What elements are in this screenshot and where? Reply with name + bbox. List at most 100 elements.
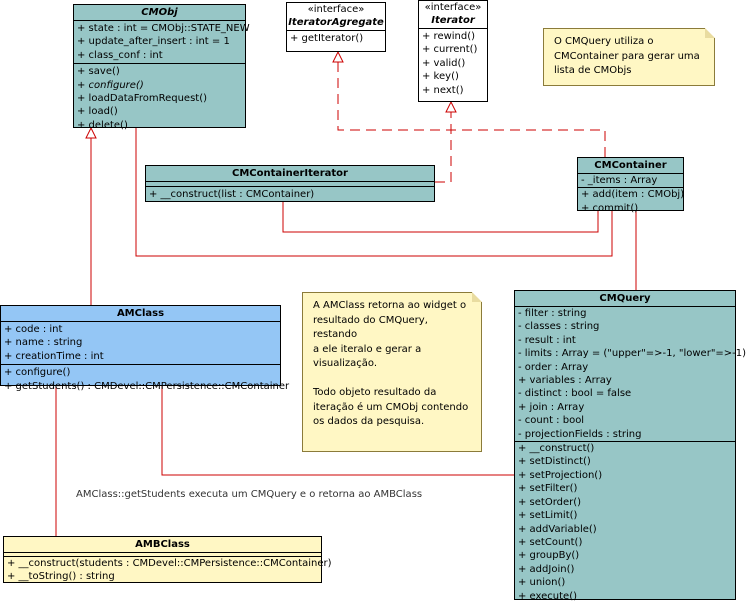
note-line: A AMClass retorna ao widget o	[313, 300, 467, 311]
class-cmobj-title: CMObj	[74, 5, 245, 21]
containeriterator-realization-line	[435, 112, 452, 183]
operation: + setFilter()	[518, 483, 578, 495]
operation: + next()	[422, 84, 464, 96]
class-amclass-attributes: + code : int + name : string + creationT…	[1, 322, 280, 366]
note-line: os dados da pesquisa.	[313, 416, 425, 427]
class-cmquery-attributes: - filter : string - classes : string - r…	[515, 307, 746, 443]
class-cmcontainer-iterator-attributes	[146, 182, 434, 187]
iterator-realization-arrowhead	[445, 100, 457, 113]
class-ambclass-title: AMBClass	[4, 537, 321, 553]
interface-iteratoragregate-operations: + getIterator()	[287, 31, 385, 46]
attribute: + state : int = CMObj::STATE_NEW	[77, 23, 250, 34]
interface-iterator-title: Iterator	[431, 15, 475, 26]
iterator-cmcontainer-association	[282, 202, 599, 233]
attribute: - order : Array	[518, 361, 589, 373]
class-ambclass-attributes	[4, 553, 321, 557]
interface-iteratoragregate-header: «interface» IteratorAgregate	[287, 3, 385, 31]
operation: + addJoin()	[518, 563, 575, 575]
class-ambclass[interactable]: AMBClass + __construct(students : CMDeve…	[3, 536, 332, 584]
interface-iterator-header: «interface» Iterator	[419, 1, 487, 29]
stereotype-label: «interface»	[307, 4, 365, 15]
stereotype-label: «interface»	[424, 2, 482, 13]
amclass-cmquery-association	[161, 386, 514, 476]
class-cmquery-operations: + __construct() + setDistinct() + setPro…	[515, 442, 735, 603]
attribute: + creationTime : int	[4, 350, 104, 362]
operation: + loadDataFromRequest()	[77, 93, 208, 105]
class-cmobj-attributes: + state : int = CMObj::STATE_NEW + updat…	[74, 21, 250, 65]
attribute: + class_conf : int	[77, 49, 163, 61]
cmobj-cmcontainer-association	[135, 128, 613, 257]
class-amclass-operations: + configure() + getStudents() : CMDevel:…	[1, 365, 290, 394]
operation: + __construct(list : CMContainer)	[149, 189, 315, 200]
class-cmcontainer-attributes: - _items : Array	[578, 174, 683, 189]
attribute: - count : bool	[518, 415, 585, 427]
operation: + addVariable()	[518, 523, 597, 535]
operation: + configure()	[4, 367, 71, 379]
attribute: - result : int	[518, 334, 576, 346]
operation: + setCount()	[518, 536, 583, 548]
note-line: CMContainer para gerar uma	[554, 50, 700, 62]
operation: + save()	[77, 66, 120, 78]
operation: + getIterator()	[290, 33, 364, 44]
attribute: + code : int	[4, 324, 63, 335]
operation: + commit()	[581, 202, 639, 214]
note-line: O CMQuery utiliza o	[554, 36, 654, 47]
class-cmcontainer-iterator[interactable]: CMContainerIterator + __construct(list :…	[145, 165, 435, 202]
attribute: + join : Array	[518, 401, 585, 413]
class-amclass-title: AMClass	[1, 306, 280, 322]
attribute: - filter : string	[518, 308, 587, 319]
operation: + getStudents() : CMDevel::CMPersistence…	[4, 380, 290, 392]
note-fold-corner	[705, 28, 715, 38]
class-ambclass-operations: + __construct(students : CMDevel::CMPers…	[4, 557, 332, 584]
class-cmobj-operations: + save() + configure() + loadDataFromReq…	[74, 64, 245, 133]
cmobj-generalization-arrowhead	[85, 126, 97, 139]
note-cmquery: O CMQuery utiliza o CMContainer para ger…	[543, 28, 715, 86]
note-line: resultado do CMQuery, restando	[313, 314, 428, 341]
class-amclass[interactable]: AMClass + code : int + name : string + c…	[0, 305, 289, 392]
attribute: + variables : Array	[518, 375, 612, 387]
note-fold-corner	[472, 292, 482, 302]
class-cmcontainer-title: CMContainer	[578, 158, 683, 174]
attribute: - limits : Array = ("upper"=>-1, "lower"…	[518, 348, 746, 360]
operation: + setLimit()	[518, 510, 578, 522]
attribute: - classes : string	[518, 321, 600, 333]
operation: + __construct()	[518, 443, 595, 455]
note-line: a ele iteralo e gerar a	[313, 343, 422, 355]
operation: + __construct(students : CMDevel::CMPers…	[7, 558, 332, 569]
note-line: lista de CMObjs	[554, 65, 632, 76]
attribute: + name : string	[4, 337, 83, 349]
interface-iterator[interactable]: «interface» Iterator + rewind() + curren…	[418, 0, 488, 102]
operation: + current()	[422, 44, 478, 56]
attribute: + update_after_insert : int = 1	[77, 36, 230, 48]
note-line	[313, 372, 473, 387]
interface-iteratoragregate[interactable]: «interface» IteratorAgregate + getIterat…	[286, 2, 386, 52]
class-cmcontainer-operations: + add(item : CMObj) + commit()	[578, 188, 684, 215]
operation: + configure()	[77, 79, 144, 91]
operation: + delete()	[77, 119, 128, 131]
interface-iteratoragregate-title: IteratorAgregate	[288, 17, 384, 28]
note-line: iteração é um CMObj contendo	[313, 401, 469, 413]
diagram-caption: AMClass::getStudents executa um CMQuery …	[76, 489, 423, 500]
attribute: - projectionFields : string	[518, 428, 642, 440]
class-cmquery[interactable]: CMQuery - filter : string - classes : st…	[514, 290, 746, 603]
class-cmobj[interactable]: CMObj + state : int = CMObj::STATE_NEW +…	[73, 4, 250, 131]
operation: + __toString() : string	[7, 571, 115, 583]
iteratoragregate-realization-arrowhead	[332, 50, 344, 63]
operation: + valid()	[422, 57, 466, 69]
operation: + execute()	[518, 590, 578, 602]
class-cmquery-title: CMQuery	[515, 291, 735, 307]
note-line: visualização.	[313, 358, 378, 369]
operation: + rewind()	[422, 31, 476, 42]
interface-iterator-operations: + rewind() + current() + valid() + key()…	[419, 29, 487, 98]
cmcontainer-realization-line	[337, 62, 606, 157]
class-cmcontainer-iterator-operations: + __construct(list : CMContainer)	[146, 187, 434, 202]
operation: + load()	[77, 106, 118, 118]
note-amclass: A AMClass retorna ao widget o resultado …	[302, 292, 482, 452]
attribute: - distinct : bool = false	[518, 388, 632, 400]
operation: + groupBy()	[518, 550, 580, 562]
class-cmcontainer-iterator-title: CMContainerIterator	[146, 166, 434, 182]
class-cmcontainer[interactable]: CMContainer - _items : Array + add(item …	[577, 157, 684, 214]
operation: + setOrder()	[518, 496, 582, 508]
attribute: - _items : Array	[581, 175, 658, 186]
